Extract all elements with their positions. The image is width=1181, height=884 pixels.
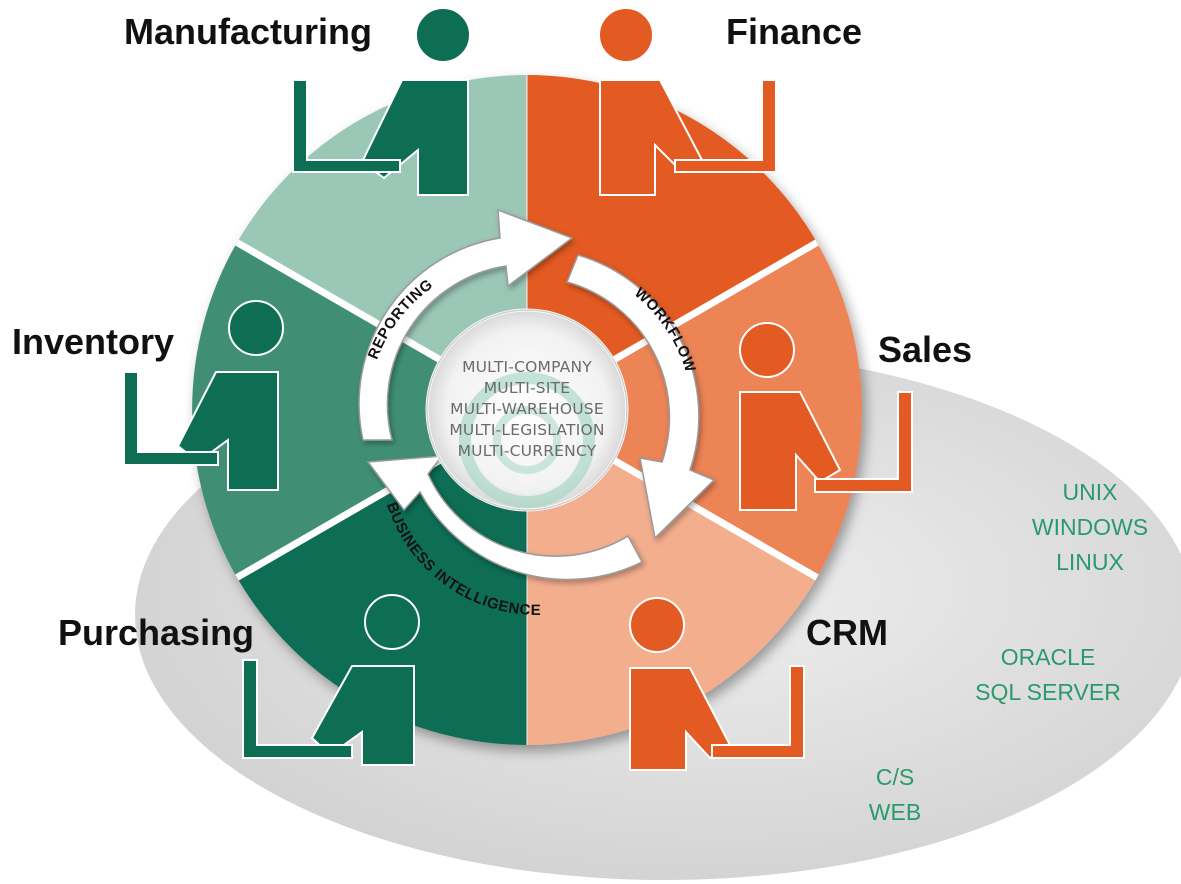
segment-crm[interactable]	[527, 410, 817, 745]
platform-db-list: ORACLE SQL SERVER	[975, 644, 1121, 705]
platform-os-list: UNIX WINDOWS LINUX	[1032, 479, 1148, 575]
platform-db-2: SQL SERVER	[975, 679, 1121, 705]
center-line-2: MULTI-SITE	[484, 379, 571, 397]
platform-os-1: UNIX	[1063, 479, 1118, 505]
center-line-4: MULTI-LEGISLATION	[449, 421, 604, 439]
center-line-1: MULTI-COMPANY	[462, 358, 592, 376]
platform-db-1: ORACLE	[1001, 644, 1096, 670]
center-hub: MULTI-COMPANY MULTI-SITE MULTI-WAREHOUSE…	[425, 308, 629, 512]
finance-person-icon	[598, 7, 777, 196]
label-inventory: Inventory	[12, 321, 174, 362]
center-line-5: MULTI-CURRENCY	[458, 442, 597, 460]
platform-arch-list: C/S WEB	[869, 764, 921, 825]
process-arrows	[358, 208, 716, 581]
center-line-3: MULTI-WAREHOUSE	[450, 400, 604, 418]
workflow-arrow	[565, 254, 716, 540]
sales-person-icon	[739, 322, 913, 511]
platform-arch-2: WEB	[869, 799, 921, 825]
label-crm: CRM	[806, 612, 888, 653]
platform-os-2: WINDOWS	[1032, 514, 1148, 540]
manufacturing-person-icon	[292, 7, 471, 196]
label-sales: Sales	[878, 329, 972, 370]
crm-person-icon	[629, 597, 805, 771]
business-intelligence-arrow	[366, 455, 644, 581]
platform-arch-1: C/S	[876, 764, 914, 790]
reporting-arrow	[358, 208, 574, 441]
label-manufacturing: Manufacturing	[124, 11, 372, 52]
inventory-person-icon	[123, 300, 284, 491]
platform-os-3: LINUX	[1056, 549, 1124, 575]
label-purchasing: Purchasing	[58, 612, 254, 653]
hub-watermark-logo	[459, 372, 595, 508]
segment-purchasing[interactable]	[237, 410, 527, 745]
purchasing-person-icon	[242, 594, 420, 766]
label-finance: Finance	[726, 11, 862, 52]
